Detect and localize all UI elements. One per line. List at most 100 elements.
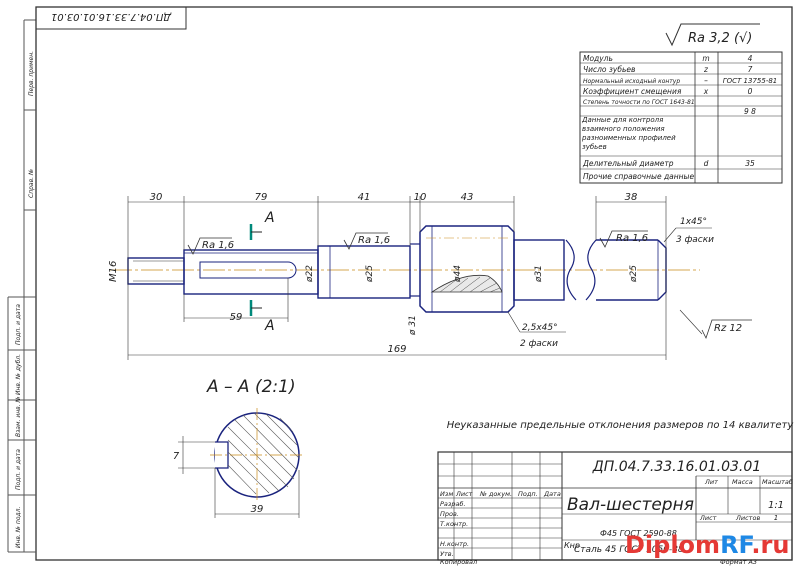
strip-label: Подп. и дата [15, 449, 22, 490]
dim-phi31: ø31 [534, 265, 544, 283]
strip-label: Подп. и дата [15, 304, 22, 345]
dim-total: 169 [387, 344, 406, 355]
section-label-bottom: A [264, 318, 275, 334]
dim-38: 38 [625, 192, 638, 203]
dim-30: 30 [150, 192, 163, 203]
roughness-ra16: Ra 1,6 [358, 235, 390, 246]
tb-sheets: 1 [774, 514, 778, 522]
tb-role: Н.контр. [440, 540, 469, 548]
dimension-texts: 30 79 41 10 43 38 59 169 M16 ø22 ø25 ø44… [108, 192, 639, 355]
chamfer-2-5x45-note: 2 фаски [520, 339, 558, 349]
watermark-tail: .ru [751, 531, 789, 559]
section-dim-39: 39 [251, 504, 264, 515]
tb-role: Пров. [440, 510, 459, 518]
dim-phi25: ø25 [365, 265, 375, 283]
tb-label: № докум. [479, 490, 512, 498]
outer-frame [35, 6, 793, 561]
table-value: 35 [745, 159, 755, 168]
dim-41: 41 [358, 192, 371, 203]
gear-parameter-table: Модуль m 4 Число зубьев z 7 Нормальный и… [579, 51, 783, 184]
section-label-top: A [264, 210, 275, 226]
dim-43: 43 [461, 192, 474, 203]
table-symbol: d [704, 159, 709, 168]
table-symbol: m [702, 54, 709, 63]
tb-role: Утв. [440, 550, 454, 558]
tb-label: Изм [440, 490, 453, 498]
roughness-ra16: Ra 1,6 [616, 233, 648, 244]
section-title: А – А (2:1) [206, 377, 296, 397]
dim-10: 10 [414, 192, 427, 203]
roughness-ra16: Ra 1,6 [202, 240, 234, 251]
tb-material: Сталь 45 ГОСТ 1050-88 [574, 545, 684, 555]
roughness-general-text: Ra 3,2 (√) [688, 31, 752, 46]
gear-rim [419, 225, 515, 313]
shaft-bearing-step [317, 245, 411, 299]
strip-label: Взам. инв. № [15, 396, 22, 437]
shaft-keyway-step [183, 249, 319, 295]
tb-doc-code: ДП.04.7.33.16.01.03.01 [592, 459, 761, 475]
left-strip-labels: Перв. примен. Справ. № Подп. и дата Инв.… [15, 51, 35, 548]
shaft-view [110, 225, 700, 313]
dimension-lines [127, 196, 667, 360]
table-param: Степень точности по ГОСТ 1643-81 [583, 99, 695, 106]
section-cut-marks: A A [249, 210, 275, 334]
table-value: 0 [748, 87, 753, 96]
tb-format: Формат А3 [720, 558, 757, 566]
top-stamp-code: ДП.04.7.33.16.01.03.01 [51, 11, 172, 22]
tb-copied: Копировал [440, 558, 477, 566]
roughness-marks: Ra 1,6 Ra 1,6 Ra 1,6 Rz 12 [187, 230, 752, 340]
general-roughness: Ra 3,2 (√) [665, 23, 760, 47]
table-param: Делительный диаметр [582, 159, 674, 168]
tb-label: Подп. [518, 490, 538, 498]
chamfer-1x45: 1x45° [680, 217, 707, 227]
chamfer-2-5x45: 2,5x45° [522, 323, 558, 333]
shaft-right-step [513, 239, 565, 301]
tb-role: Разраб. [440, 500, 466, 508]
table-value: 4 [748, 54, 753, 63]
tb-mass: Масса [732, 478, 753, 486]
watermark-text: Diplom [625, 531, 720, 559]
dim-59: 59 [230, 312, 243, 323]
tb-extra: Кнр [564, 541, 580, 550]
table-symbol: z [703, 65, 709, 74]
watermark-accent: RF [720, 531, 753, 559]
section-dim-7: 7 [173, 451, 180, 462]
tb-scale-label: Масштаб [762, 478, 793, 486]
chamfer-1x45-note: 3 фаски [676, 235, 714, 245]
tb-label: Дата [543, 490, 561, 498]
dim-phi31-b: ø 31 [408, 315, 418, 336]
table-param: Данные для контроля взаимного положения … [582, 116, 676, 151]
dim-79: 79 [255, 192, 268, 203]
strip-label: Инв. № подл. [15, 507, 22, 548]
chamfer-notes: 1x45° 3 фаски 2,5x45° 2 фаски [507, 217, 714, 349]
table-param: Коэффициент смещения [583, 87, 682, 96]
strip-label: Справ. № [28, 169, 35, 198]
dim-phi25-b: ø25 [629, 265, 639, 283]
keyway-slot [199, 261, 297, 279]
table-param: Число зубьев [583, 65, 635, 74]
tb-scale: 1:1 [768, 500, 784, 511]
shaft-thread-step [127, 257, 185, 285]
section-view: А – А (2:1) 7 39 [173, 377, 305, 518]
dim-phi22: ø22 [305, 265, 315, 283]
tb-part-name: Вал-шестерня [567, 495, 694, 515]
dim-m16: M16 [108, 261, 119, 282]
table-param: Прочие справочные данные [583, 172, 694, 181]
roughness-rz12: Rz 12 [714, 323, 742, 334]
tb-sheet-label: Лист [699, 514, 717, 522]
strip-label: Перв. примен. [28, 51, 35, 96]
tooth-section [430, 274, 503, 293]
tb-lit: Лит [704, 478, 718, 486]
tb-sheets-label: Листов [735, 514, 760, 522]
title-block: Изм Лист № докум. Подп. Дата Разраб. Про… [437, 451, 793, 566]
strip-label: Инв. № дубл. [15, 354, 22, 395]
tb-material-std: Ф45 ГОСТ 2590-88 [600, 529, 677, 538]
table-param: Модуль [583, 54, 613, 63]
table-value: 9 8 [744, 107, 756, 116]
dim-phi44: ø44 [453, 265, 463, 283]
table-symbol: x [703, 87, 709, 96]
table-value: 7 [748, 65, 753, 74]
watermark: DiplomRF.ru [625, 531, 789, 559]
